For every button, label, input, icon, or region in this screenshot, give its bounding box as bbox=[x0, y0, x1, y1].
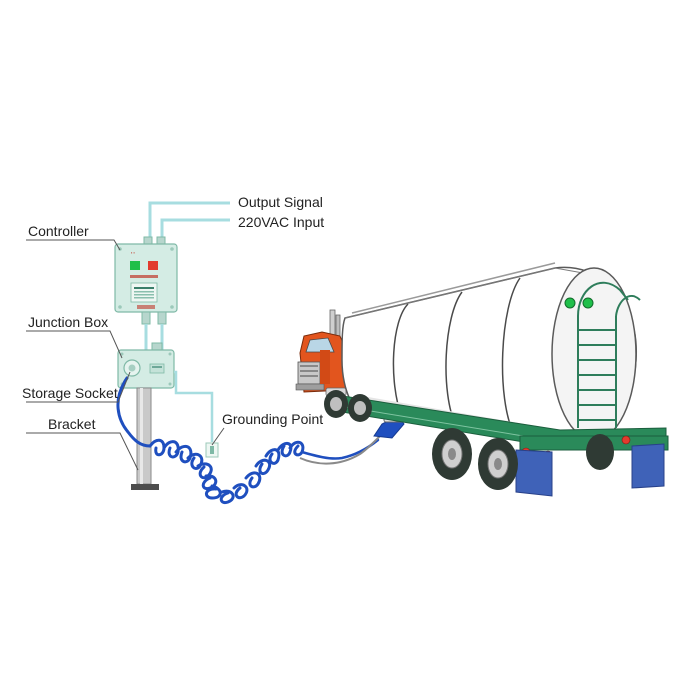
tank-ladder bbox=[577, 281, 641, 428]
status-red-light bbox=[148, 261, 158, 270]
label-output-signal: Output Signal bbox=[238, 194, 323, 210]
output-signal-wire bbox=[148, 201, 230, 243]
label-controller: Controller bbox=[28, 223, 89, 239]
input-power-wire bbox=[160, 218, 230, 243]
status-green-light bbox=[130, 261, 140, 270]
grounding-point bbox=[205, 442, 219, 458]
wheels bbox=[324, 390, 614, 490]
tank-valve-left bbox=[564, 297, 576, 309]
signal-wires bbox=[148, 201, 230, 243]
tank-valve-right bbox=[582, 297, 594, 309]
label-grounding-point: Grounding Point bbox=[222, 411, 323, 427]
controller-box: ▪ ▪ bbox=[114, 236, 178, 325]
label-220vac-input: 220VAC Input bbox=[238, 214, 324, 230]
truck-cab bbox=[295, 309, 347, 397]
junction-box bbox=[117, 342, 175, 389]
label-storage-socket: Storage Socket bbox=[22, 385, 118, 401]
leader-lines bbox=[26, 239, 225, 471]
svg-text:▪ ▪: ▪ ▪ bbox=[131, 250, 136, 255]
trailer-frame bbox=[329, 393, 669, 497]
bracket-post bbox=[131, 387, 159, 490]
label-bracket: Bracket bbox=[48, 416, 96, 432]
label-junction-box: Junction Box bbox=[28, 314, 108, 330]
ground-wire bbox=[174, 370, 214, 442]
